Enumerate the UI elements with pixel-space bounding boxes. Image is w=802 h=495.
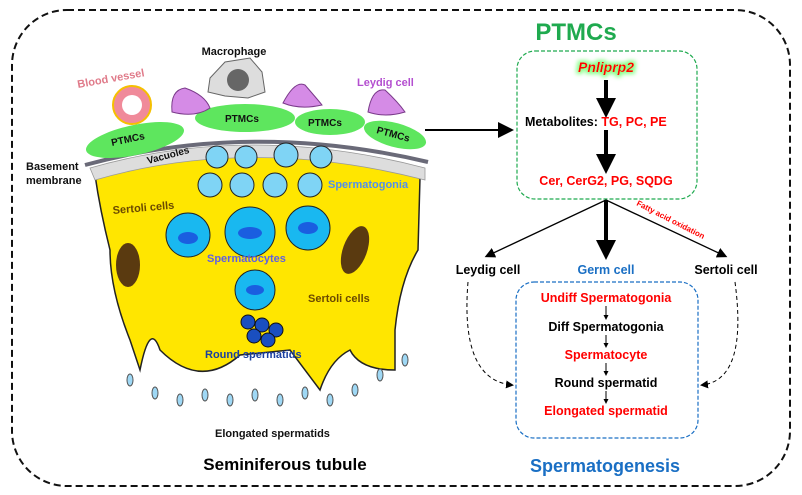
spermatogenesis-title: Spermatogenesis — [530, 456, 680, 476]
arrow-to-sertoli — [605, 199, 728, 258]
stage-spermatocyte: Spermatocyte — [565, 348, 648, 362]
leydig-cell-icon — [171, 87, 211, 115]
sertoli-to-germ-dashed — [700, 281, 739, 389]
stage-round-spermatid: Round spermatid — [555, 376, 658, 390]
round-spermatid-cells — [240, 314, 284, 348]
seminiferous-illustration — [84, 57, 429, 407]
spermatogonia-cells — [197, 142, 333, 198]
label-sertoli-cells: Sertoli cells — [112, 200, 175, 217]
label-leydig-cell: Leydig cell — [357, 77, 414, 89]
ptmcs-title: PTMCs — [535, 19, 616, 46]
metabolites-label: Metabolites: TG, PC, PE — [525, 115, 667, 129]
ptmcs-box — [516, 50, 698, 200]
sertoli-nucleus — [116, 243, 140, 287]
label-round-spermatids: Round spermatids — [205, 349, 302, 361]
label-basement: Basement — [26, 161, 79, 173]
label-ptmcs: PTMCs — [308, 118, 342, 129]
ptmc-cell — [295, 109, 365, 135]
leydig-cell-icon — [367, 89, 406, 116]
label-spermatogonia: Spermatogonia — [328, 179, 409, 191]
label-ptmcs: PTMCs — [225, 114, 259, 125]
stage-diff-spermatogonia: Diff Spermatogonia — [548, 320, 664, 334]
germ-cell-box — [515, 281, 699, 439]
leydig-to-germ-dashed — [466, 281, 514, 389]
seminiferous-tubule-title: Seminiferous tubule — [203, 455, 366, 474]
gene-label: Pnliprp2 — [578, 59, 634, 75]
ptmc-cell — [363, 120, 427, 150]
vacuole-layer — [89, 144, 426, 181]
label-membrane: membrane — [26, 175, 82, 187]
leydig-cell-icon — [282, 83, 323, 108]
sertoli-nucleus — [340, 226, 370, 274]
arrow-to-leydig — [484, 199, 607, 258]
label-macrophage: Macrophage — [202, 46, 267, 58]
label-sertoli-cells: Sertoli cells — [308, 293, 370, 305]
germ-cell-label: Germ cell — [578, 263, 635, 277]
fatty-acid-oxidation-label: Fatty acid oxidation — [635, 199, 706, 241]
label-spermatocytes: Spermatocytes — [207, 253, 286, 265]
outer-frame — [11, 9, 791, 487]
ptmc-cell — [195, 104, 295, 132]
leydig-cell-label: Leydig cell — [456, 263, 521, 277]
elongated-spermatid-tails — [126, 353, 409, 407]
sertoli-cell-label: Sertoli cell — [694, 263, 757, 277]
products-label: Cer, CerG2, PG, SQDG — [539, 174, 672, 188]
stage-elongated-spermatid: Elongated spermatid — [544, 404, 668, 418]
label-elongated-spermatids: Elongated spermatids — [215, 428, 330, 440]
ptmc-cell — [85, 122, 185, 158]
stage-undiff-spermatogonia: Undiff Spermatogonia — [541, 291, 673, 305]
